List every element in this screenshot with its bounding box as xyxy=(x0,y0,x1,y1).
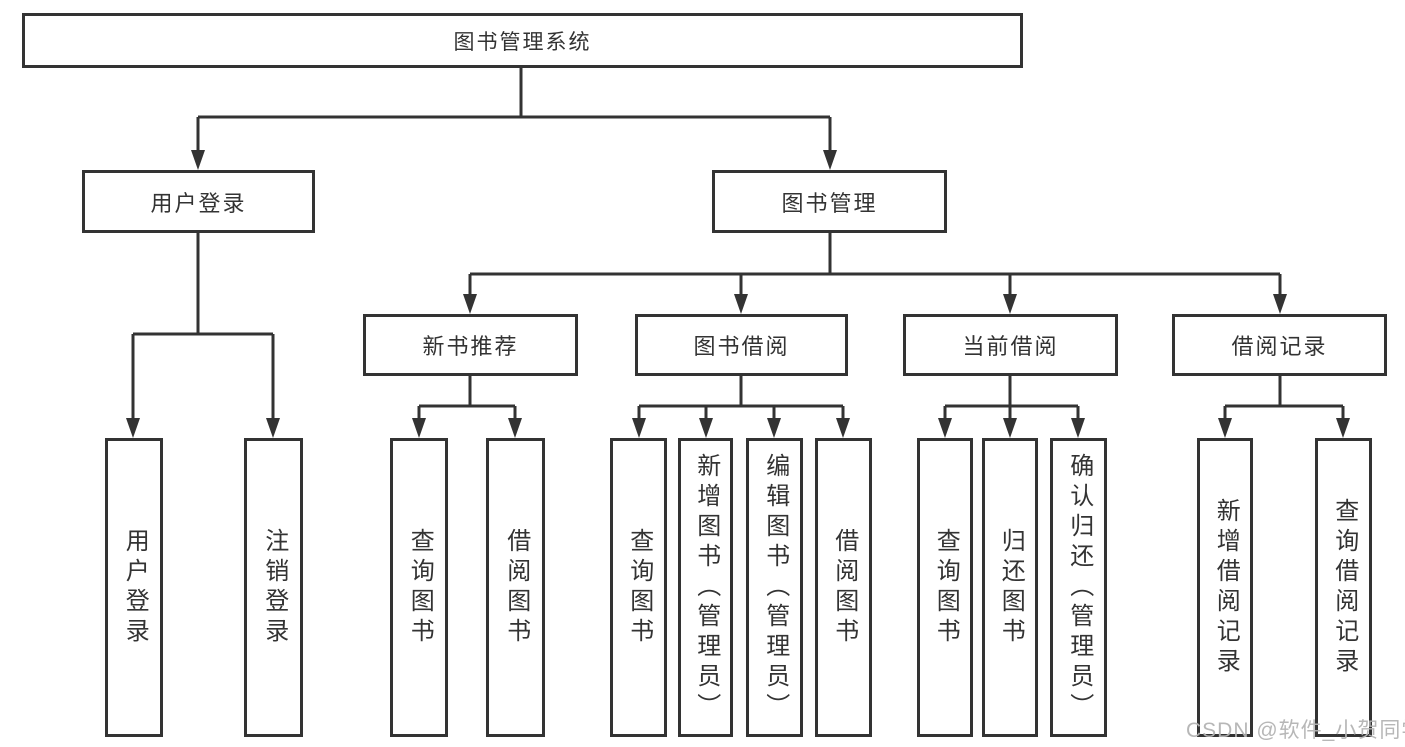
leaf-current-query-book: 查询图书 xyxy=(917,438,973,737)
node-user-login: 用户登录 xyxy=(82,170,315,233)
leaf-record-add: 新增借阅记录 xyxy=(1197,438,1253,737)
watermark: CSDN @软件_小贺同学 xyxy=(1186,719,1405,742)
node-root: 图书管理系统 xyxy=(22,13,1023,68)
leaf-logout-label: 注销登录 xyxy=(260,527,288,648)
leaf-borrow-edit-book-label: 编辑图书（管理员） xyxy=(761,452,789,723)
node-book-management: 图书管理 xyxy=(712,170,947,233)
leaf-record-query-label: 查询借阅记录 xyxy=(1330,497,1358,678)
leaf-borrow-edit-book: 编辑图书（管理员） xyxy=(746,438,803,737)
arrowhead-icons xyxy=(126,150,1350,438)
leaf-borrow-add-book-label: 新增图书（管理员） xyxy=(692,452,720,723)
leaf-user-login-label: 用户登录 xyxy=(121,527,149,648)
node-current-borrow: 当前借阅 xyxy=(903,314,1118,376)
node-borrow-record: 借阅记录 xyxy=(1172,314,1387,376)
node-new-book-recommend: 新书推荐 xyxy=(363,314,578,376)
leaf-current-confirm-return: 确认归还（管理员） xyxy=(1050,438,1107,737)
leaf-recommend-borrow-book: 借阅图书 xyxy=(486,438,545,737)
leaf-recommend-query-book: 查询图书 xyxy=(390,438,448,737)
node-book-borrow: 图书借阅 xyxy=(635,314,848,376)
leaf-borrow-query-book: 查询图书 xyxy=(610,438,667,737)
leaf-borrow-borrow-book-label: 借阅图书 xyxy=(830,527,858,648)
leaf-record-query: 查询借阅记录 xyxy=(1315,438,1372,737)
leaf-user-login: 用户登录 xyxy=(105,438,163,737)
leaf-logout: 注销登录 xyxy=(244,438,303,737)
leaf-current-query-book-label: 查询图书 xyxy=(932,527,960,648)
leaf-borrow-add-book: 新增图书（管理员） xyxy=(678,438,733,737)
leaf-current-return-book-label: 归还图书 xyxy=(997,527,1025,648)
leaf-current-confirm-return-label: 确认归还（管理员） xyxy=(1065,452,1093,723)
leaf-recommend-query-book-label: 查询图书 xyxy=(406,527,434,648)
leaf-borrow-borrow-book: 借阅图书 xyxy=(815,438,872,737)
leaf-current-return-book: 归还图书 xyxy=(982,438,1038,737)
leaf-record-add-label: 新增借阅记录 xyxy=(1212,497,1240,678)
leaf-borrow-query-book-label: 查询图书 xyxy=(625,527,653,648)
leaf-recommend-borrow-book-label: 借阅图书 xyxy=(502,527,530,648)
